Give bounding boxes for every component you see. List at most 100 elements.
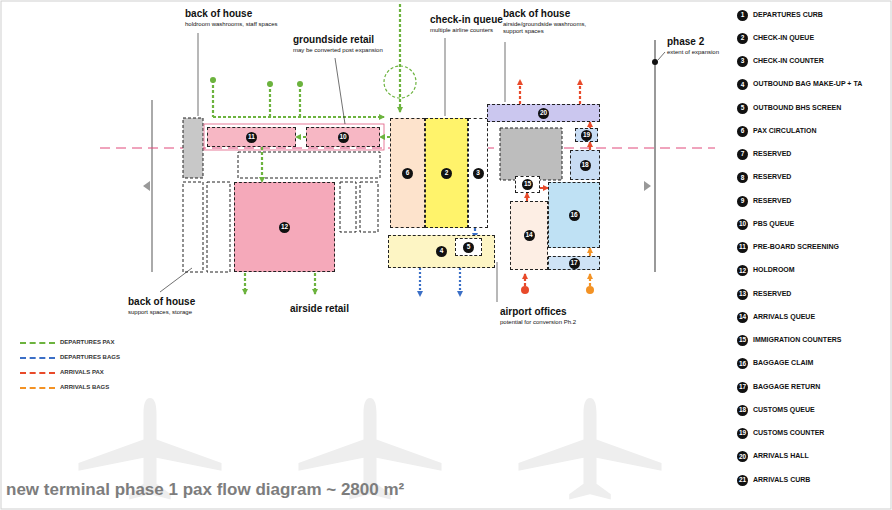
legend-swatch [20, 372, 55, 374]
callout-number: 6 [402, 168, 413, 179]
plan-line [198, 33, 199, 116]
zone-box: 19 [575, 128, 598, 142]
bags-dot [586, 286, 594, 294]
plan-polygon [644, 181, 651, 191]
zone-box: 45 [388, 235, 495, 268]
key-text: RESERVED [753, 290, 791, 298]
unlabelled-rooms [183, 118, 562, 272]
legend-text: ARRIVALS PAX [60, 369, 104, 376]
key-text: PBS QUEUE [753, 220, 794, 228]
area-note: airside/groundside washrooms, support sp… [503, 21, 603, 35]
key-number: 19 [737, 428, 748, 439]
plan-line [459, 268, 461, 296]
plan-line [151, 100, 153, 272]
flow-connector [526, 193, 528, 201]
callout-number: 12 [279, 222, 290, 233]
legend-text: ARRIVALS BAGS [60, 384, 109, 391]
plan-circle [297, 81, 303, 87]
plan-line [160, 268, 192, 292]
plan-line [497, 262, 498, 302]
plan-line [658, 52, 665, 60]
plan-circle [267, 81, 273, 87]
plan-line [269, 84, 271, 117]
key-number: 3 [737, 56, 748, 67]
zone-box: 17 [548, 256, 600, 270]
flow-connector [589, 248, 591, 256]
key-number: 11 [737, 242, 748, 253]
key-text: CUSTOMS COUNTER [753, 429, 824, 437]
area-heading: back of house [128, 296, 195, 308]
flow-connector [296, 136, 306, 138]
plan-rect [340, 182, 356, 232]
key-text: BAGGAGE RETURN [753, 383, 820, 391]
key-text: PAX CIRCULATION [753, 127, 817, 135]
key-number: 12 [737, 265, 748, 276]
key-number: 13 [737, 289, 748, 300]
plan-line [505, 42, 506, 102]
key-number: 6 [737, 126, 748, 137]
plan-line [335, 58, 345, 124]
callout-number: 17 [569, 258, 580, 269]
departures-bags-flow [420, 268, 460, 296]
plan-line [524, 274, 526, 286]
zone-box: 10 [306, 127, 380, 147]
key-number: 17 [737, 382, 748, 393]
key-text: CUSTOMS QUEUE [753, 406, 815, 414]
zone-box: 14 [510, 201, 548, 270]
callout-number: 3 [473, 168, 484, 179]
zone-box: 3 [468, 118, 488, 228]
legend-text: DEPARTURES BAGS [60, 354, 120, 361]
area-note: may be converted post expansion [293, 47, 383, 54]
plan-use [519, 398, 662, 499]
key-text: PRE-BOARD SCREENING [753, 243, 839, 251]
callout-number: 20 [538, 108, 549, 119]
legend-swatch [20, 357, 55, 359]
area-heading: airside retail [290, 303, 349, 315]
key-text: CHECK-IN COUNTER [753, 57, 824, 65]
flow-connector [589, 142, 591, 150]
area-note: potential for conversion Ph.2 [500, 319, 576, 326]
arrivals-dot [521, 286, 529, 294]
area-note: extent of expansion [667, 49, 719, 56]
zone-box: 2 [425, 118, 468, 228]
key-number: 4 [737, 79, 748, 90]
plan-line [519, 80, 521, 104]
plan-polygon [143, 181, 150, 191]
callout-number: 5 [463, 242, 474, 253]
key-text: ARRIVALS CURB [753, 476, 810, 484]
plan-rect [207, 182, 230, 272]
plan-circle [384, 66, 416, 98]
flow-connector [540, 187, 548, 189]
key-text: OUTBOUND BHS SCREEN [753, 104, 841, 112]
key-number: 21 [737, 475, 748, 486]
key-number: 7 [737, 149, 748, 160]
callout-number: 15 [522, 179, 533, 190]
key-text: ARRIVALS QUEUE [753, 313, 815, 321]
key-text: DEPARTURES CURB [753, 11, 823, 19]
plan-line [213, 116, 384, 118]
key-text: RESERVED [753, 150, 791, 158]
plan-rect [360, 182, 378, 232]
key-text: CHECK-IN QUEUE [753, 34, 814, 42]
zone-box: 6 [390, 118, 425, 228]
plan-rect [238, 152, 380, 178]
zone-box: 15 [515, 176, 540, 193]
plan-line [212, 80, 214, 117]
zone-box: 18 [570, 150, 600, 180]
area-note: support spaces, storage [128, 309, 192, 316]
zone-box: 16 [548, 182, 600, 248]
key-number: 2 [737, 33, 748, 44]
plan-line [299, 84, 301, 117]
zone-box: 5 [455, 238, 482, 256]
key-text: RESERVED [753, 173, 791, 181]
callout-number: 11 [246, 132, 257, 143]
plan-line [654, 40, 656, 272]
plan-line [399, 4, 401, 112]
key-number: 1 [737, 10, 748, 21]
legend-text: DEPARTURES PAX [60, 339, 114, 346]
zone-box: 12 [234, 182, 335, 272]
key-number: 20 [737, 451, 748, 462]
key-text: BAGGAGE CLAIM [753, 359, 813, 367]
